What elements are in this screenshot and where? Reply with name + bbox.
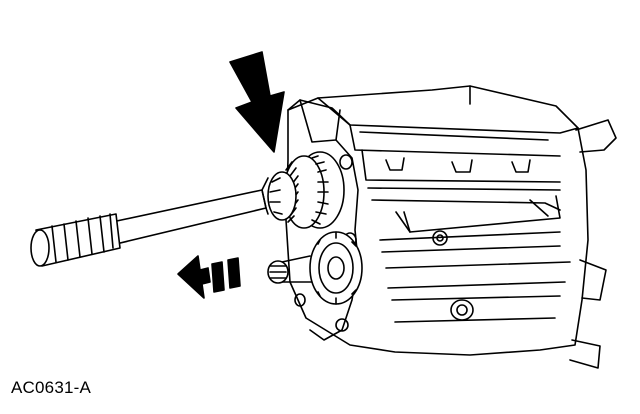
input-shaft — [30, 189, 267, 267]
figure-caption: AC0631-A — [11, 378, 92, 397]
main-drive-gear — [267, 151, 345, 229]
transmission-case — [285, 85, 617, 369]
callout-arrow-icon — [229, 51, 285, 153]
direction-arrow-icon — [177, 255, 241, 299]
bearing-edge — [261, 177, 269, 215]
countershaft-bearing — [267, 231, 363, 305]
